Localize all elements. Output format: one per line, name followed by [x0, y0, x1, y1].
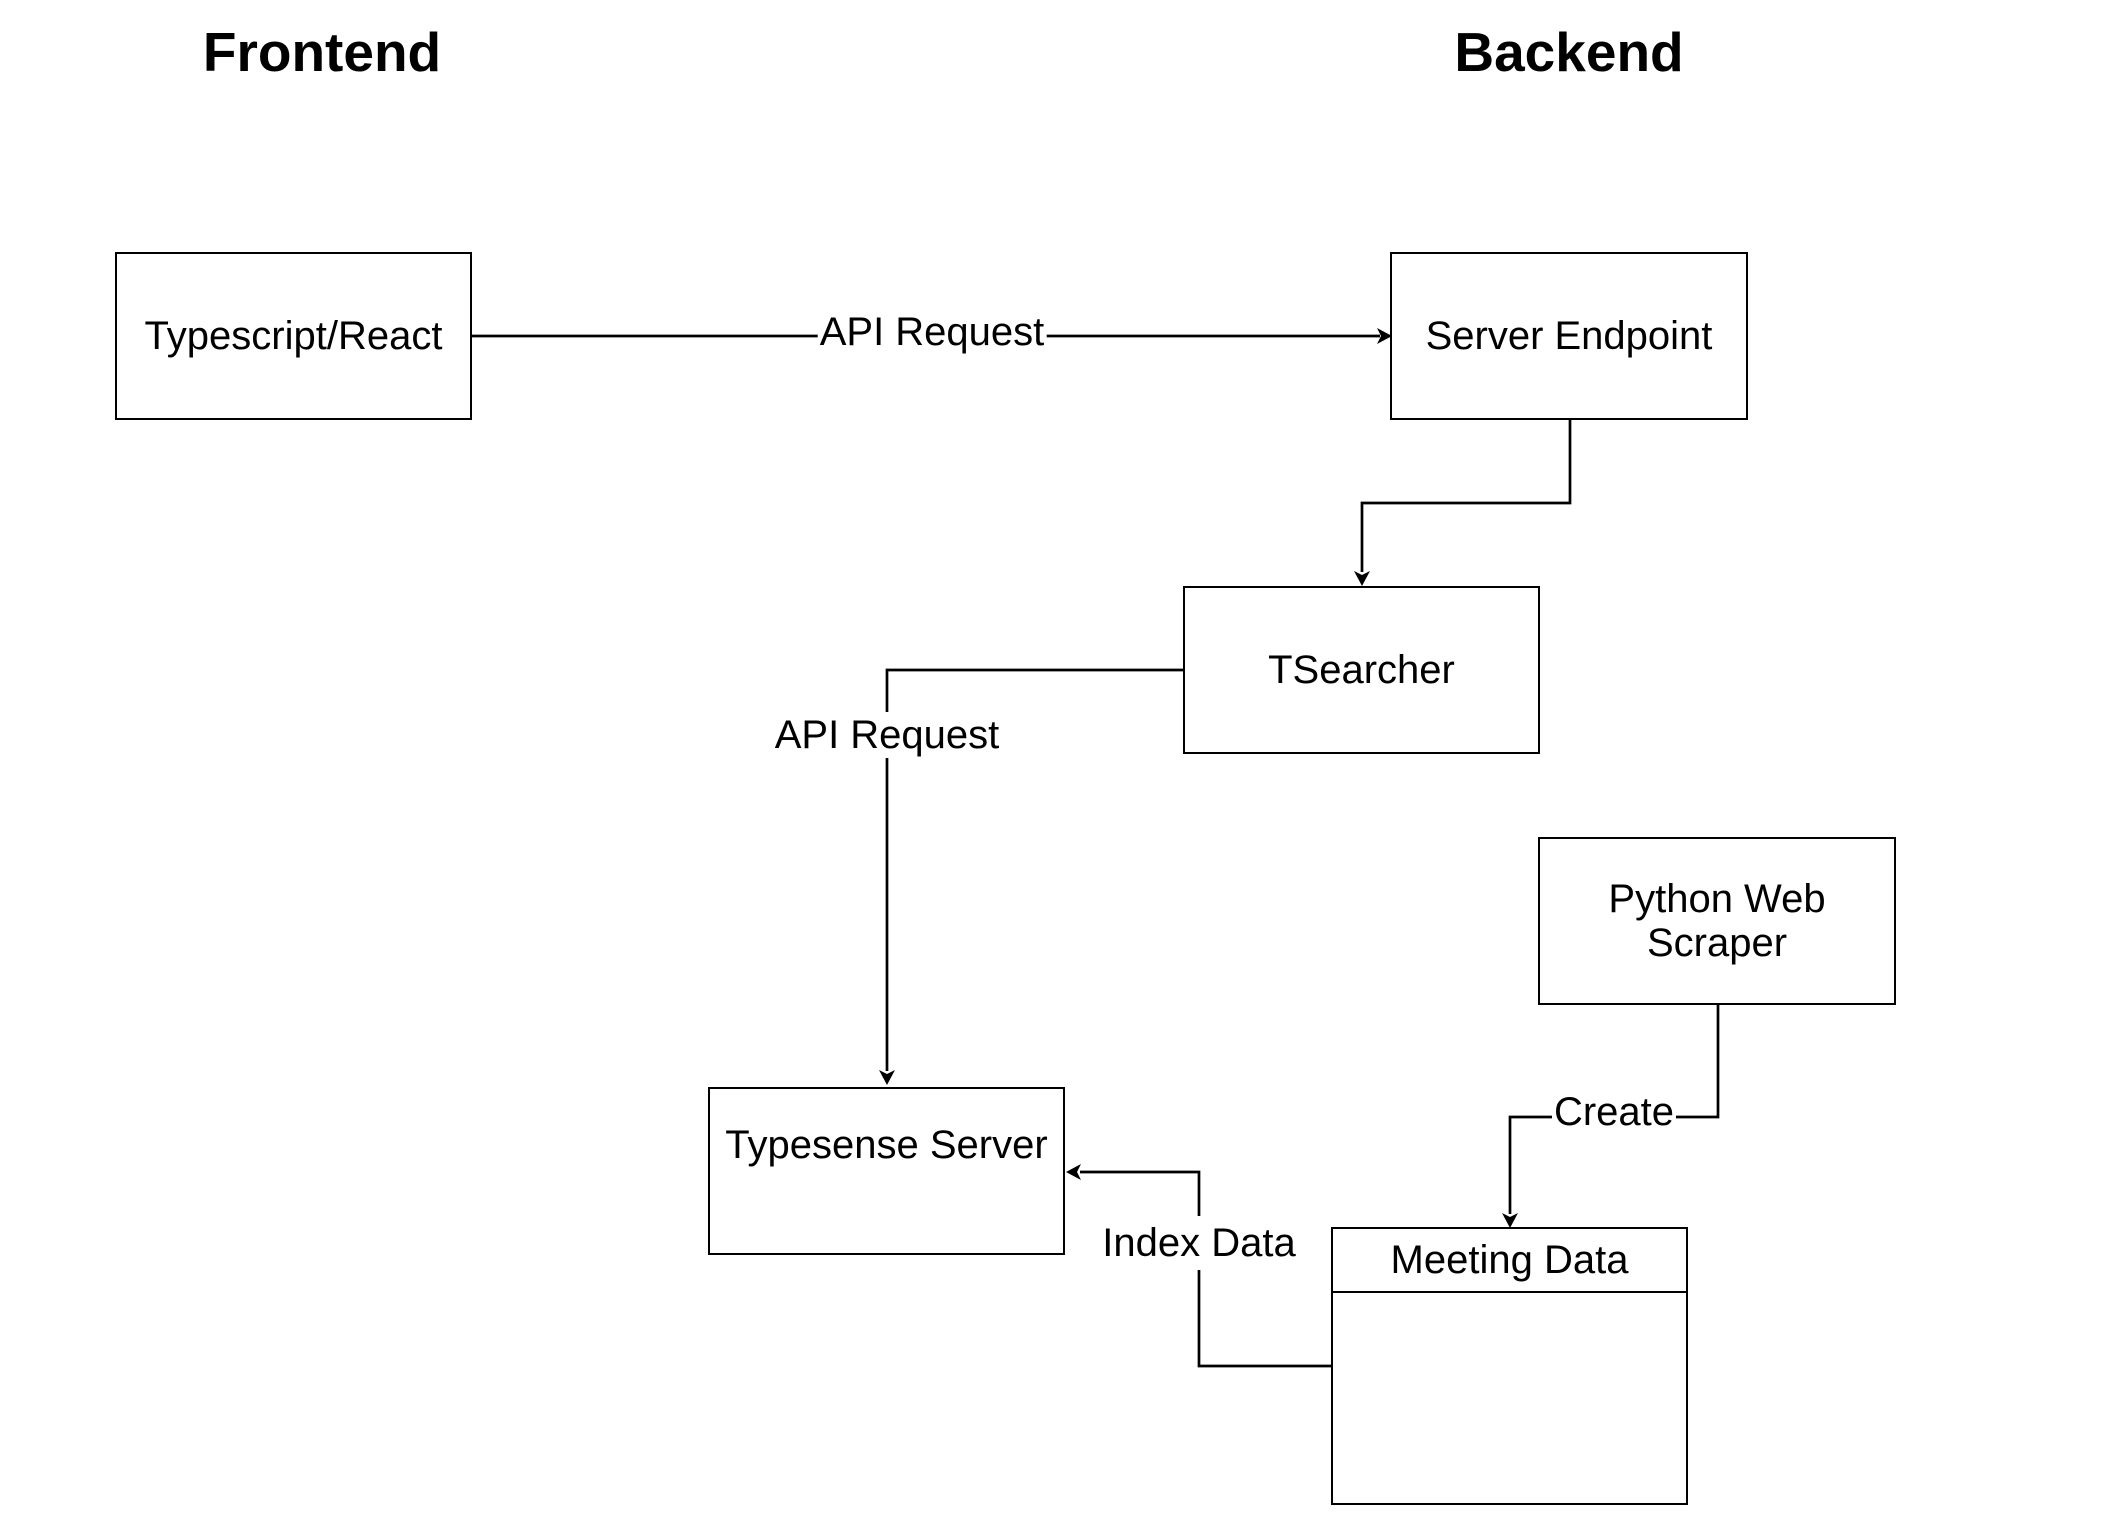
edge-label-tsearcher-api-request: API Request [772, 712, 1002, 758]
arrowhead-tsearcher [1354, 571, 1370, 586]
python-web-scraper-node[interactable]: Python Web Scraper [1538, 837, 1896, 1005]
typesense-server-node[interactable]: Typesense Server [708, 1087, 1065, 1255]
typesense-server-label: Typesense Server [725, 1123, 1048, 1167]
arrowhead-typesense-top [879, 1070, 895, 1085]
typescript-react-node[interactable]: Typescript/React [115, 252, 472, 420]
edge-endpoint-to-tsearcher [1360, 419, 1572, 572]
meeting-data-header: Meeting Data [1333, 1229, 1686, 1293]
server-endpoint-node[interactable]: Server Endpoint [1390, 252, 1748, 420]
python-web-scraper-label: Python Web Scraper [1608, 877, 1826, 965]
arrowhead-endpoint [1377, 328, 1392, 344]
server-endpoint-label: Server Endpoint [1425, 314, 1713, 358]
meeting-data-store[interactable]: Meeting Data [1331, 1227, 1688, 1505]
edge-label-index-data: Index Data [1098, 1216, 1300, 1270]
frontend-heading: Frontend [202, 21, 442, 83]
edge-tsearcher-to-typesense [885, 668, 1183, 1071]
tsearcher-node[interactable]: TSearcher [1183, 586, 1540, 754]
tsearcher-label: TSearcher [1268, 648, 1455, 692]
typescript-react-label: Typescript/React [144, 314, 443, 358]
edge-label-frontend-api-request: API Request [817, 309, 1047, 355]
arrowhead-meeting-data [1502, 1213, 1518, 1228]
edge-label-create: Create [1551, 1089, 1677, 1135]
meeting-data-label: Meeting Data [1390, 1237, 1629, 1282]
backend-heading: Backend [1454, 21, 1684, 83]
arrowhead-typesense-right [1066, 1164, 1081, 1180]
